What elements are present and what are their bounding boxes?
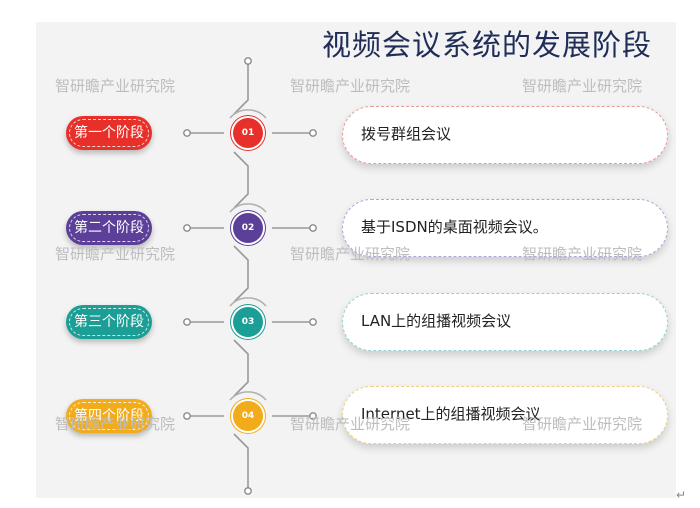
stage-1-pill: 第一个阶段 [66, 116, 152, 150]
stage-3-description: LAN上的组播视频会议 [361, 312, 512, 330]
stage-4-description: Internet上的组播视频会议 [361, 405, 541, 423]
stage-2-number-badge: 02 [233, 213, 263, 243]
stage-1-number-badge: 01 [233, 118, 263, 148]
stage-3-number: 03 [241, 317, 255, 327]
stage-1-card: 拨号群组会议 [342, 106, 668, 164]
stage-2-pill: 第二个阶段 [66, 211, 152, 245]
stage-4-pill: 第四个阶段 [66, 399, 152, 433]
stage-3-card: LAN上的组播视频会议 [342, 293, 668, 351]
stage-2-card: 基于ISDN的桌面视频会议。 [342, 199, 668, 257]
stage-3-number-badge: 03 [233, 307, 263, 337]
stage-2-description: 基于ISDN的桌面视频会议。 [361, 218, 548, 236]
stage-1-number: 01 [241, 128, 255, 138]
stage-3-pill: 第三个阶段 [66, 305, 152, 339]
stage-2-number: 02 [241, 223, 255, 233]
stage-4-number-badge: 04 [233, 401, 263, 431]
stage-1-description: 拨号群组会议 [361, 125, 452, 143]
page-title: 视频会议系统的发展阶段 [322, 28, 653, 62]
stage-4-card: Internet上的组播视频会议 [342, 386, 668, 444]
paragraph-mark: ↵ [675, 488, 686, 502]
stage-4-number: 04 [241, 411, 255, 421]
